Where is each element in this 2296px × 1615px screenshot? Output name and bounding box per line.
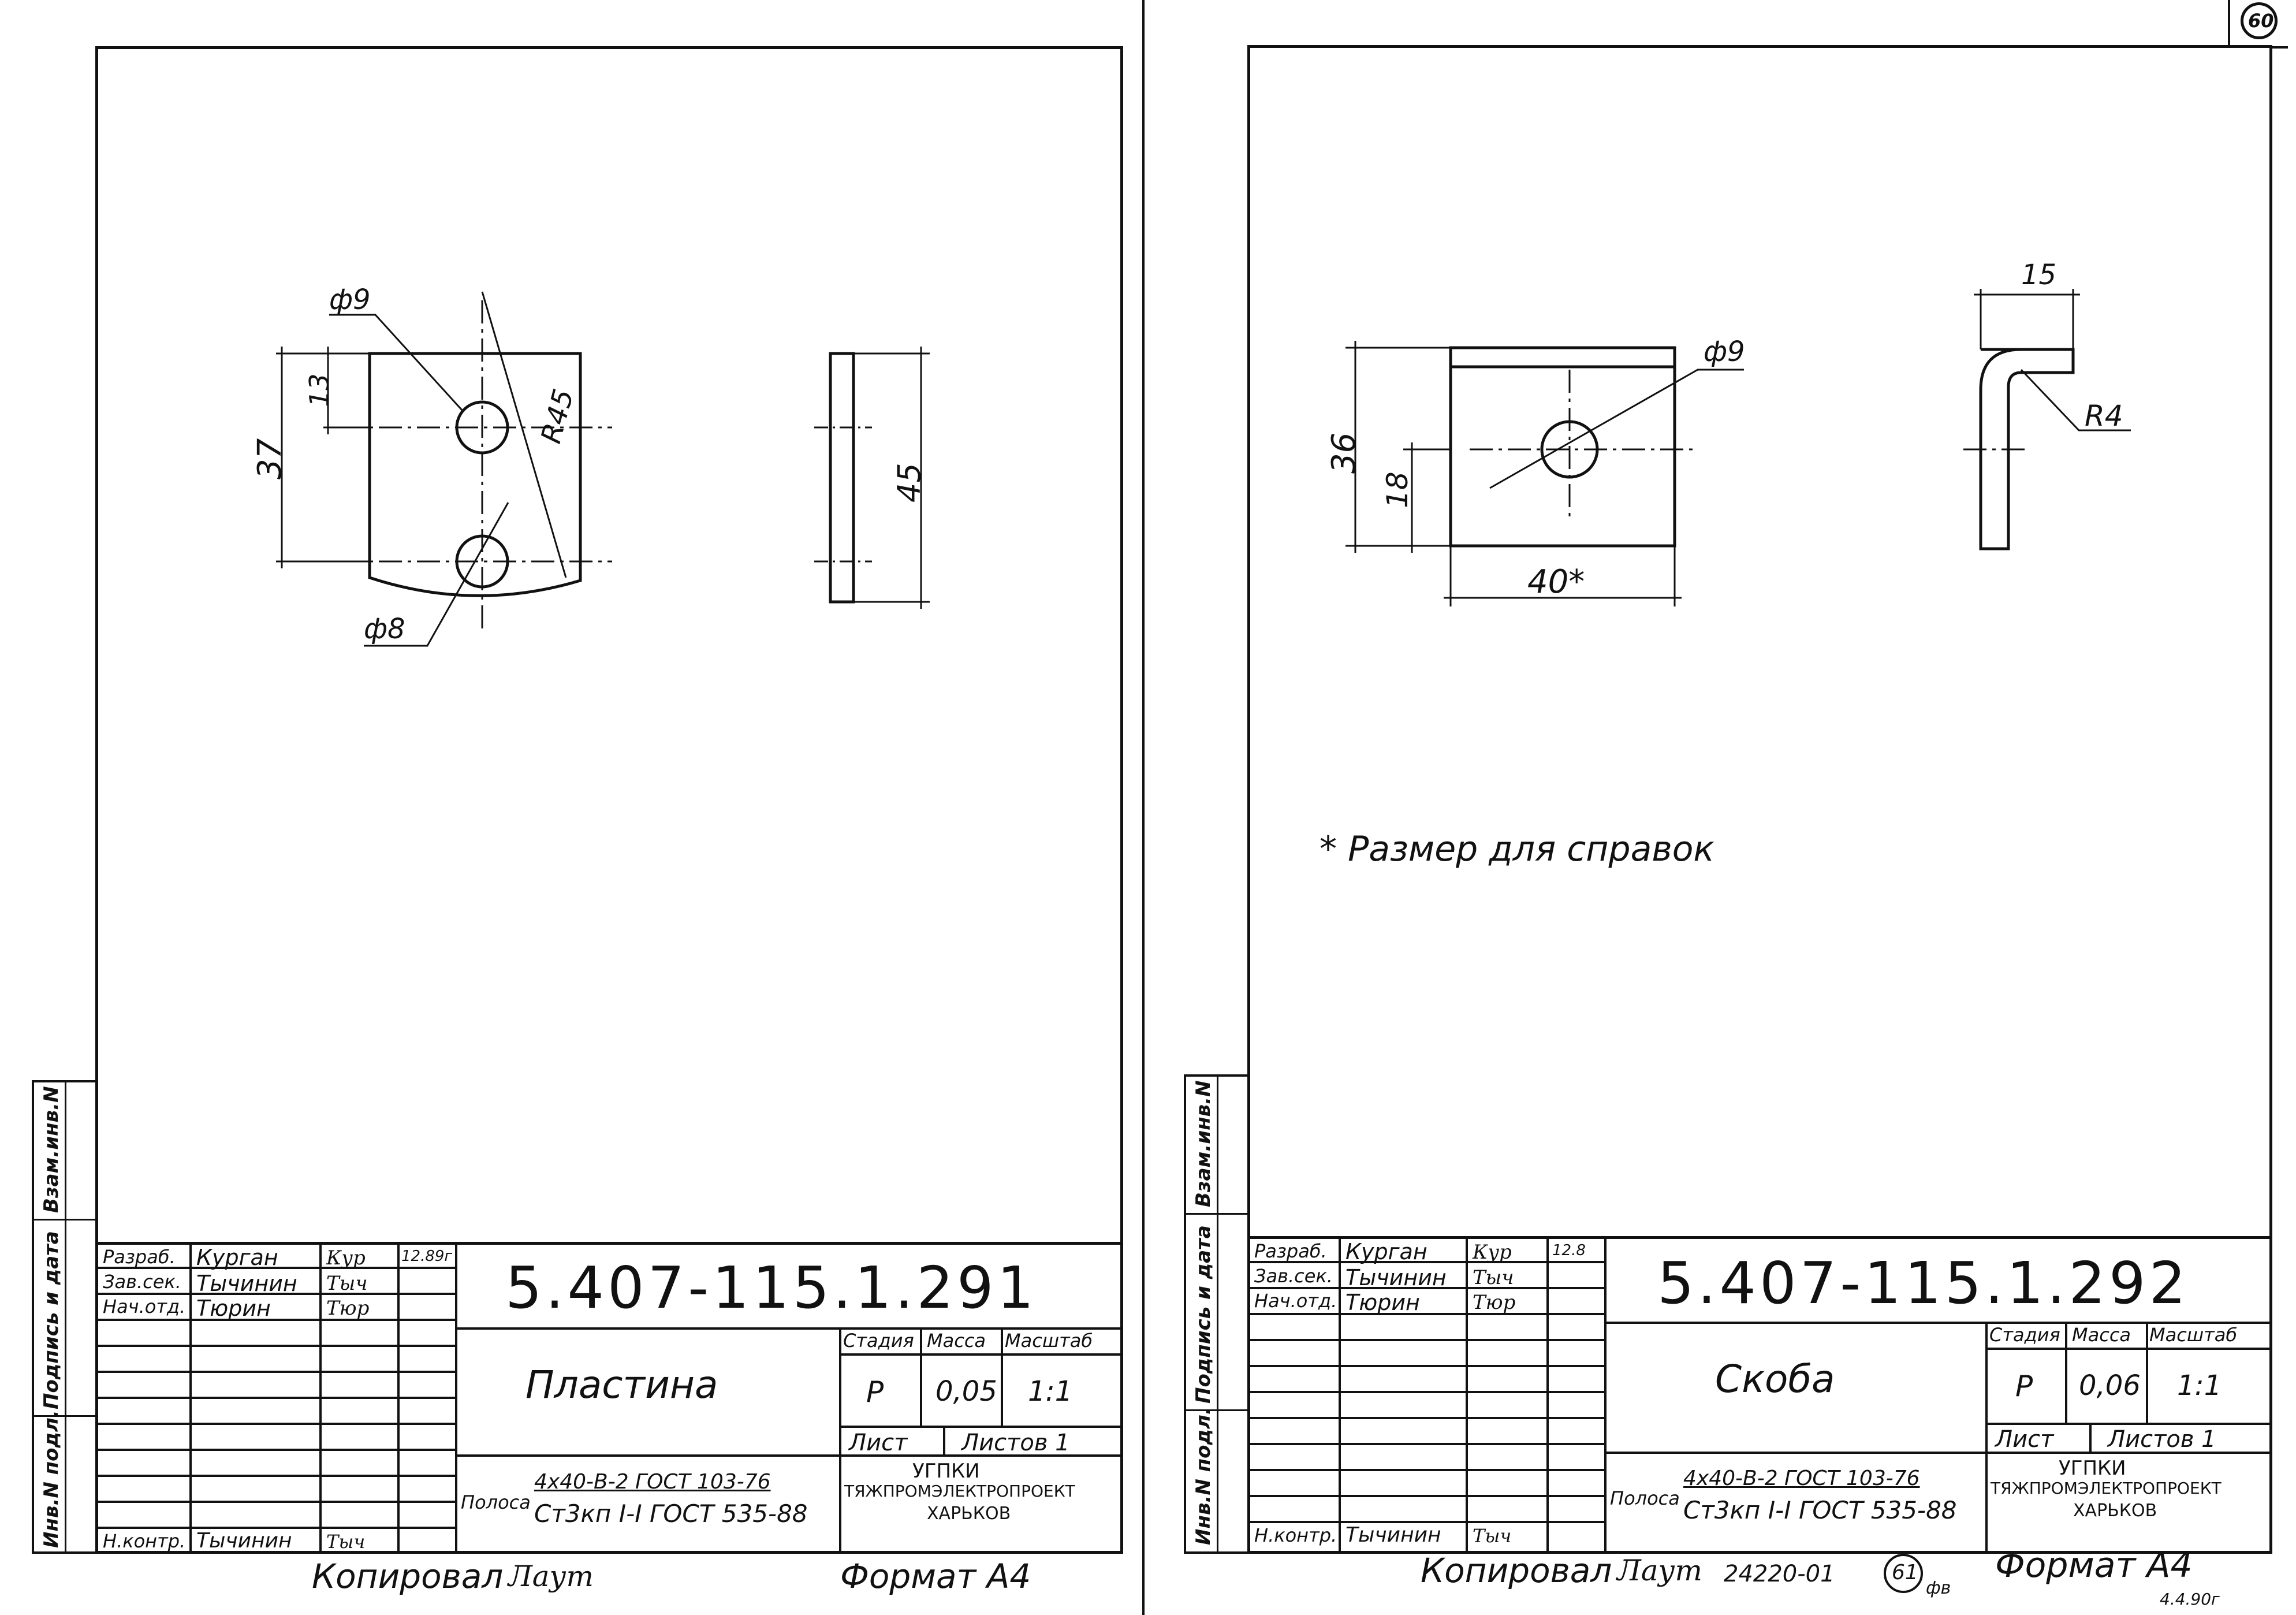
right-name-1: Курган (1345, 1239, 1427, 1264)
left-role-nachotd: Нач.отд. (103, 1296, 186, 1318)
left-title-block (98, 1242, 1123, 1554)
page-number: 60 (2248, 10, 2274, 32)
left-org-3: ХАРЬКОВ (927, 1504, 1011, 1524)
page-number-circle (2241, 2, 2278, 39)
right-nkontr-signature: Тыч (1473, 1525, 1512, 1547)
left-name-3: Тюрин (196, 1296, 271, 1321)
left-sheet-frame (95, 46, 1123, 1554)
left-stage-value: Р (866, 1375, 884, 1409)
right-footer-number: 24220-01 (1724, 1561, 1835, 1587)
left-org-2: ТЯЖПРОМЭЛЕКТРОПРОЕКТ (844, 1482, 1075, 1501)
right-role-nachotd: Нач.отд. (1254, 1290, 1337, 1312)
left-part-title: Пластина (525, 1363, 718, 1407)
left-sheets-label: Листов 1 (961, 1430, 1070, 1456)
left-sheet-label: Лист (849, 1430, 908, 1456)
right-role-razrab: Разраб. (1254, 1240, 1327, 1262)
right-side-strip-cut1 (1184, 1213, 1250, 1215)
left-col-mass: Масса (927, 1330, 986, 1352)
right-scale-value: 1:1 (2177, 1370, 2222, 1402)
left-nkontr-signature: Тыч (326, 1531, 366, 1553)
left-dim-phi9: ф9 (329, 284, 371, 316)
left-col-stage: Стадия (843, 1330, 914, 1352)
right-date: 12.8 (1552, 1242, 1586, 1259)
left-date: 12.89г (401, 1248, 453, 1265)
right-signature-1: Кур (1473, 1241, 1512, 1264)
left-footer-copied: Копировал (312, 1557, 504, 1596)
left-document-code: 5.407-115.1.291 (505, 1254, 1038, 1322)
right-footer-sign: Лаут (1617, 1554, 1702, 1587)
right-sheet-label: Лист (1995, 1426, 2054, 1453)
right-dim-18: 18 (1381, 471, 1414, 508)
left-dim-phi8: ф8 (364, 613, 405, 645)
left-name-2: Тычинин (196, 1271, 297, 1296)
right-footer-format: Формат А4 (1995, 1545, 2193, 1586)
right-note: * Размер для справок (1320, 829, 1714, 869)
left-signature-2: Тыч (326, 1272, 368, 1295)
left-org-1: УГПКИ (912, 1460, 980, 1483)
right-nkontr-name: Тычинин (1345, 1523, 1441, 1547)
right-role-zavsek: Зав.сек. (1254, 1265, 1333, 1287)
right-footer-copied: Копировал (1421, 1551, 1612, 1590)
right-footer-circle (1884, 1554, 1923, 1593)
right-dim-15: 15 (2021, 259, 2057, 291)
right-signature-3: Тюр (1473, 1291, 1516, 1314)
left-nkontr-name: Тычинин (196, 1529, 292, 1553)
right-footer-circle-suffix: фв (1926, 1578, 1951, 1598)
right-name-2: Тычинин (1345, 1265, 1447, 1290)
left-scale-value: 1:1 (1028, 1375, 1073, 1408)
right-dim-40: 40* (1527, 563, 1585, 601)
left-side-strip-divider (65, 1080, 66, 1554)
right-org-2: ТЯЖПРОМЭЛЕКТРОПРОЕКТ (1991, 1479, 2222, 1498)
left-side-strip-cut1 (32, 1219, 98, 1220)
left-signature-1: Кур (326, 1246, 366, 1270)
left-material-top: 4х40-В-2 ГОСТ 103-76 (534, 1470, 771, 1494)
right-part-title: Скоба (1715, 1357, 1835, 1401)
left-side-strip-cut2 (32, 1415, 98, 1417)
right-org-1: УГПКИ (2059, 1457, 2126, 1480)
right-nkontr-role: Н.контр. (1254, 1524, 1337, 1546)
left-name-1: Курган (196, 1245, 278, 1270)
left-col-scale: Масштаб (1005, 1330, 1093, 1352)
right-sheets-label: Листов 1 (2108, 1426, 2216, 1453)
right-stage-value: Р (2015, 1370, 2033, 1403)
right-dim-phi9: ф9 (1704, 336, 1745, 368)
right-side-strip-divider (1217, 1074, 1218, 1554)
right-footer-circle-number: 61 (1892, 1561, 1918, 1584)
left-role-zavsek: Зав.сек. (103, 1271, 181, 1293)
center-divider (1142, 0, 1145, 1615)
left-nkontr-role: Н.контр. (103, 1530, 186, 1552)
left-material-prefix: Полоса (461, 1491, 531, 1513)
right-org-3: ХАРЬКОВ (2073, 1501, 2157, 1521)
right-col-scale: Масштаб (2149, 1324, 2238, 1346)
left-footer-sign: Лаут (508, 1560, 594, 1593)
right-document-code: 5.407-115.1.292 (1657, 1249, 2190, 1317)
right-dim-36: 36 (1325, 432, 1363, 474)
left-role-razrab: Разраб. (103, 1246, 176, 1268)
right-material-top: 4х40-В-2 ГОСТ 103-76 (1683, 1467, 1920, 1490)
right-side-strip-cut2 (1184, 1409, 1250, 1411)
left-signature-3: Тюр (326, 1297, 370, 1320)
right-signature-2: Тыч (1473, 1266, 1514, 1289)
right-name-3: Тюрин (1345, 1290, 1420, 1315)
right-dim-r4: R4 (2085, 399, 2123, 433)
right-footer-date: 4.4.90г (2160, 1590, 2220, 1609)
right-mass-value: 0,06 (2079, 1370, 2141, 1402)
right-title-block (1250, 1236, 2272, 1554)
right-material-bottom: Ст3кп I-I ГОСТ 535-88 (1683, 1496, 1957, 1524)
right-col-stage: Стадия (1989, 1324, 2060, 1346)
left-mass-value: 0,05 (935, 1375, 997, 1408)
left-footer-format: Формат А4 (840, 1557, 1031, 1596)
right-sheet-frame (1247, 45, 2272, 1554)
right-material-prefix: Полоса (1610, 1487, 1680, 1509)
left-material-bottom: Ст3кп I-I ГОСТ 535-88 (534, 1499, 808, 1528)
right-col-mass: Масса (2072, 1324, 2131, 1346)
